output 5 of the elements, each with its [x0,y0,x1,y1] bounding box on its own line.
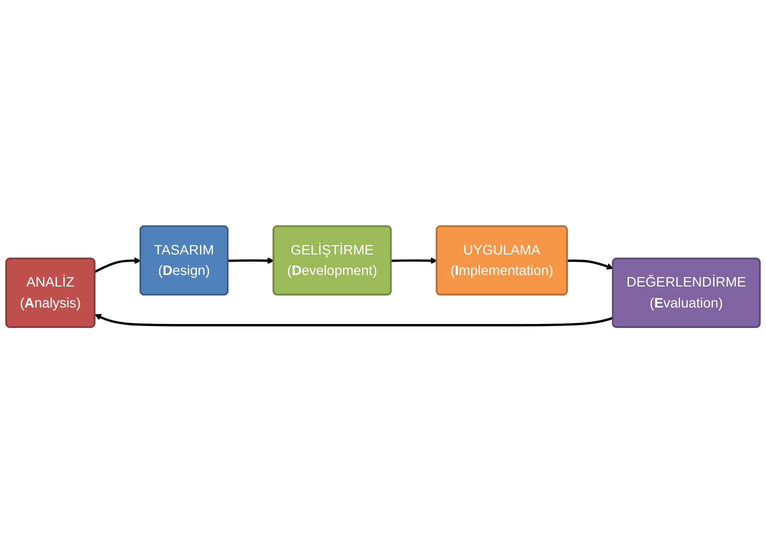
arrow [94,314,614,326]
arrow [567,259,614,270]
arrow [94,257,141,273]
arrow [228,257,274,264]
arrow [391,257,438,264]
